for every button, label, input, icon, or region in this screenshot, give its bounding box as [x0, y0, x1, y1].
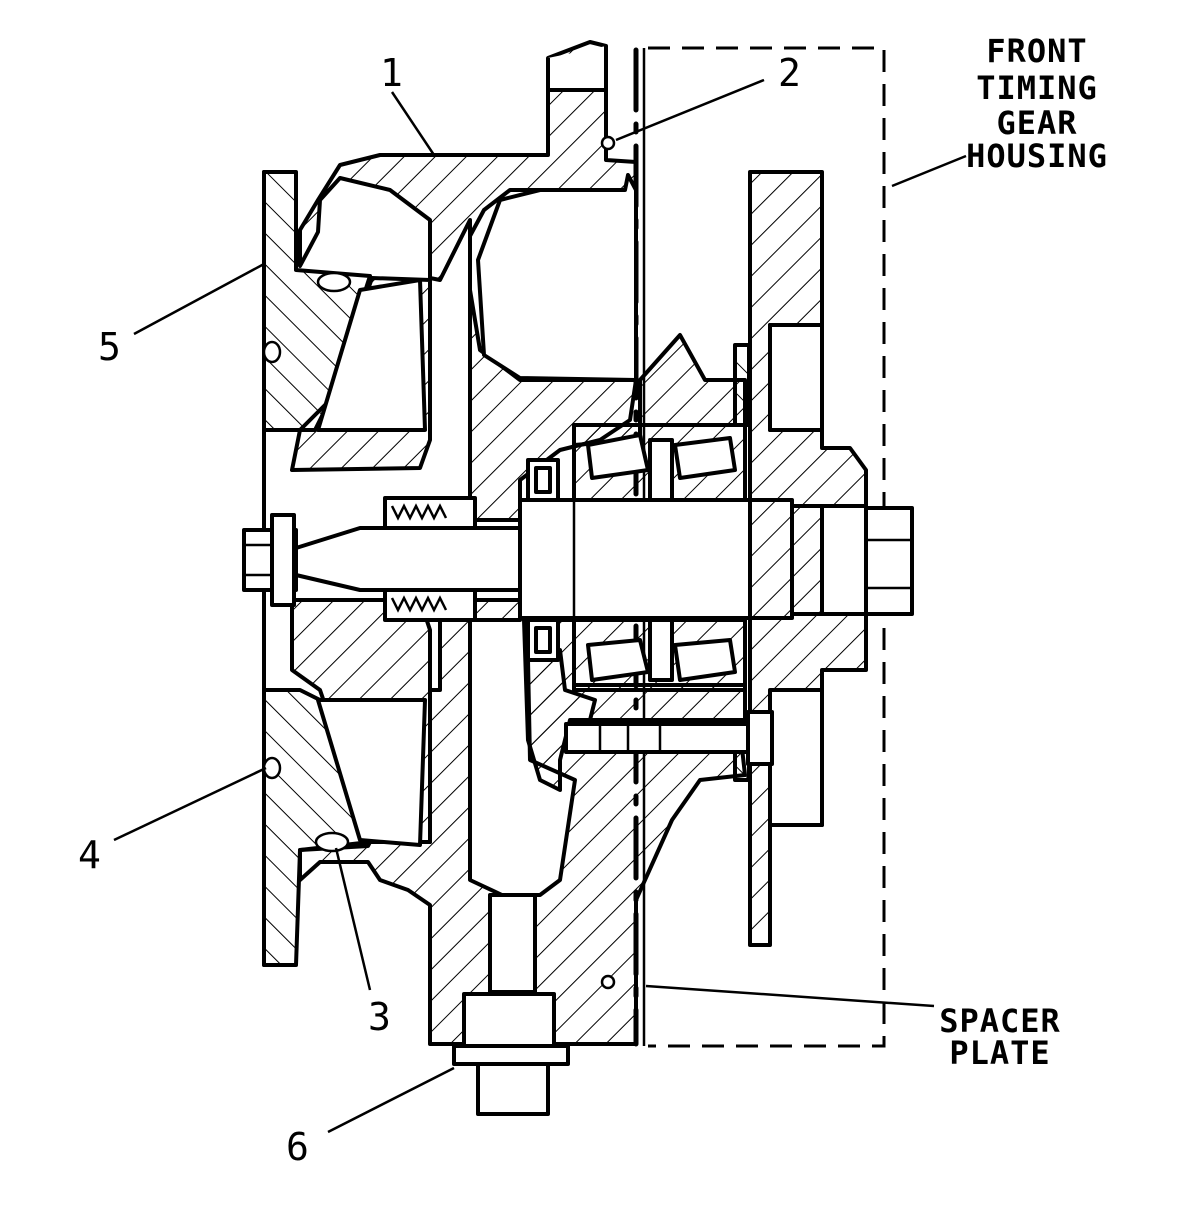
o-rings [262, 135, 616, 990]
leader-2 [615, 78, 765, 142]
mounting-bolt [452, 992, 570, 1116]
o-ring-4 [262, 756, 282, 780]
o-ring-upper [262, 340, 282, 364]
leader-spacer [645, 984, 935, 1008]
leader-4 [113, 766, 267, 842]
shaft-seal [383, 496, 477, 622]
housing-note-line-2: TIMING [976, 69, 1098, 107]
bearing-seal [526, 458, 560, 662]
leader-housing [891, 154, 967, 188]
leader-6 [327, 1066, 455, 1134]
gear-nut [864, 506, 914, 616]
spacer-note: SPACER PLATE [939, 1002, 1061, 1072]
housing-note-line-4: HOUSING [966, 137, 1108, 175]
leader-5 [133, 262, 265, 336]
callout-6: 6 [286, 1125, 309, 1169]
housing-note: FRONT TIMING GEAR HOUSING [966, 32, 1108, 175]
leader-lines [113, 78, 967, 1134]
o-ring-3 [314, 831, 350, 853]
o-ring-2 [600, 135, 616, 151]
spacer-note-line-1: SPACER [939, 1002, 1061, 1040]
callout-labels: 1 2 3 4 5 6 [78, 51, 801, 1169]
o-ring-5 [316, 271, 352, 293]
callout-2: 2 [778, 51, 801, 95]
spacer-note-line-2: PLATE [949, 1034, 1050, 1072]
callout-5: 5 [98, 325, 121, 369]
callout-1: 1 [380, 51, 403, 95]
callout-4: 4 [78, 833, 101, 877]
callout-3: 3 [368, 995, 391, 1039]
drive-gear [748, 170, 868, 947]
impeller [290, 276, 432, 847]
leader-1 [390, 91, 436, 156]
leader-3 [334, 847, 372, 991]
o-ring-lower [600, 974, 616, 990]
tapered-roller-bearings [572, 423, 747, 692]
bearing-cap-bolt [564, 710, 774, 766]
impeller-nut [242, 513, 298, 607]
housing-note-line-1: FRONT [986, 32, 1087, 70]
housing-note-line-3: GEAR [996, 104, 1077, 142]
